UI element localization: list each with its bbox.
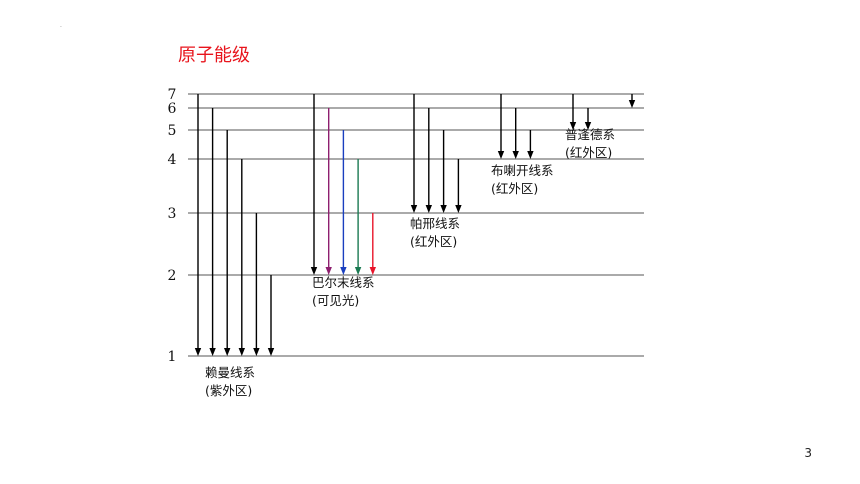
level-label-6: 6 bbox=[168, 101, 177, 117]
arrow-head-lyman-5-to-1 bbox=[224, 348, 231, 356]
page-title: 原子能级 bbox=[178, 45, 250, 66]
arrow-head-balmer-3-to-2 bbox=[369, 267, 376, 275]
transition-arrows bbox=[194, 94, 636, 356]
series-labels: 赖曼线系 (紫外区) 巴尔末线系 (可见光) 帕邢线系 (红外区) 布喇开线系 (红外区) 普逢… bbox=[205, 127, 615, 398]
energy-levels: 1 2 3 4 5 67 bbox=[168, 87, 644, 365]
arrow-head-lyman-2-to-1 bbox=[267, 348, 275, 356]
series-region-lyman: (紫外区) bbox=[205, 383, 252, 398]
arrow-head-paschen-7-to-3 bbox=[410, 205, 418, 213]
corner-dot: · bbox=[60, 24, 62, 31]
page-number: 3 bbox=[804, 446, 812, 460]
series-region-brackett: (红外区) bbox=[491, 181, 538, 196]
series-name-balmer: 巴尔末线系 bbox=[312, 275, 375, 290]
level-label-1: 1 bbox=[168, 349, 177, 365]
series-region-paschen: (红外区) bbox=[410, 234, 457, 249]
arrow-head-brackett-7-to-4 bbox=[497, 151, 505, 159]
level-label-3: 3 bbox=[168, 206, 177, 222]
arrow-head-humphreys-7-to-6 bbox=[628, 100, 636, 108]
arrow-head-lyman-4-to-1 bbox=[238, 348, 245, 356]
series-region-balmer: (可见光) bbox=[312, 293, 359, 308]
arrow-head-brackett-5-to-4 bbox=[527, 151, 534, 159]
level-label-7: 7 bbox=[168, 87, 177, 103]
arrow-head-lyman-7-to-1 bbox=[194, 348, 202, 356]
level-label-5: 5 bbox=[168, 123, 177, 139]
arrow-head-pfund-6-to-5 bbox=[584, 122, 592, 130]
arrow-head-paschen-6-to-3 bbox=[425, 205, 432, 213]
arrow-head-balmer-4-to-2 bbox=[354, 267, 362, 275]
series-name-lyman: 赖曼线系 bbox=[205, 365, 255, 380]
arrow-head-balmer-7-to-2 bbox=[310, 267, 318, 275]
level-label-4: 4 bbox=[168, 152, 177, 168]
series-name-brackett: 布喇开线系 bbox=[491, 163, 554, 178]
series-name-pfund: 普逢德系 bbox=[565, 127, 615, 142]
arrow-head-balmer-6-to-2 bbox=[325, 267, 332, 275]
arrow-head-paschen-5-to-3 bbox=[440, 205, 447, 213]
arrow-head-balmer-5-to-2 bbox=[340, 267, 347, 275]
arrow-head-lyman-3-to-1 bbox=[253, 348, 260, 356]
arrow-head-brackett-6-to-4 bbox=[512, 151, 519, 159]
arrow-head-lyman-6-to-1 bbox=[209, 348, 216, 356]
arrow-head-paschen-4-to-3 bbox=[455, 205, 462, 213]
series-name-paschen: 帕邢线系 bbox=[410, 216, 460, 231]
series-region-pfund: (红外区) bbox=[565, 145, 612, 160]
level-label-2: 2 bbox=[168, 268, 177, 284]
arrow-head-pfund-7-to-5 bbox=[569, 122, 577, 130]
